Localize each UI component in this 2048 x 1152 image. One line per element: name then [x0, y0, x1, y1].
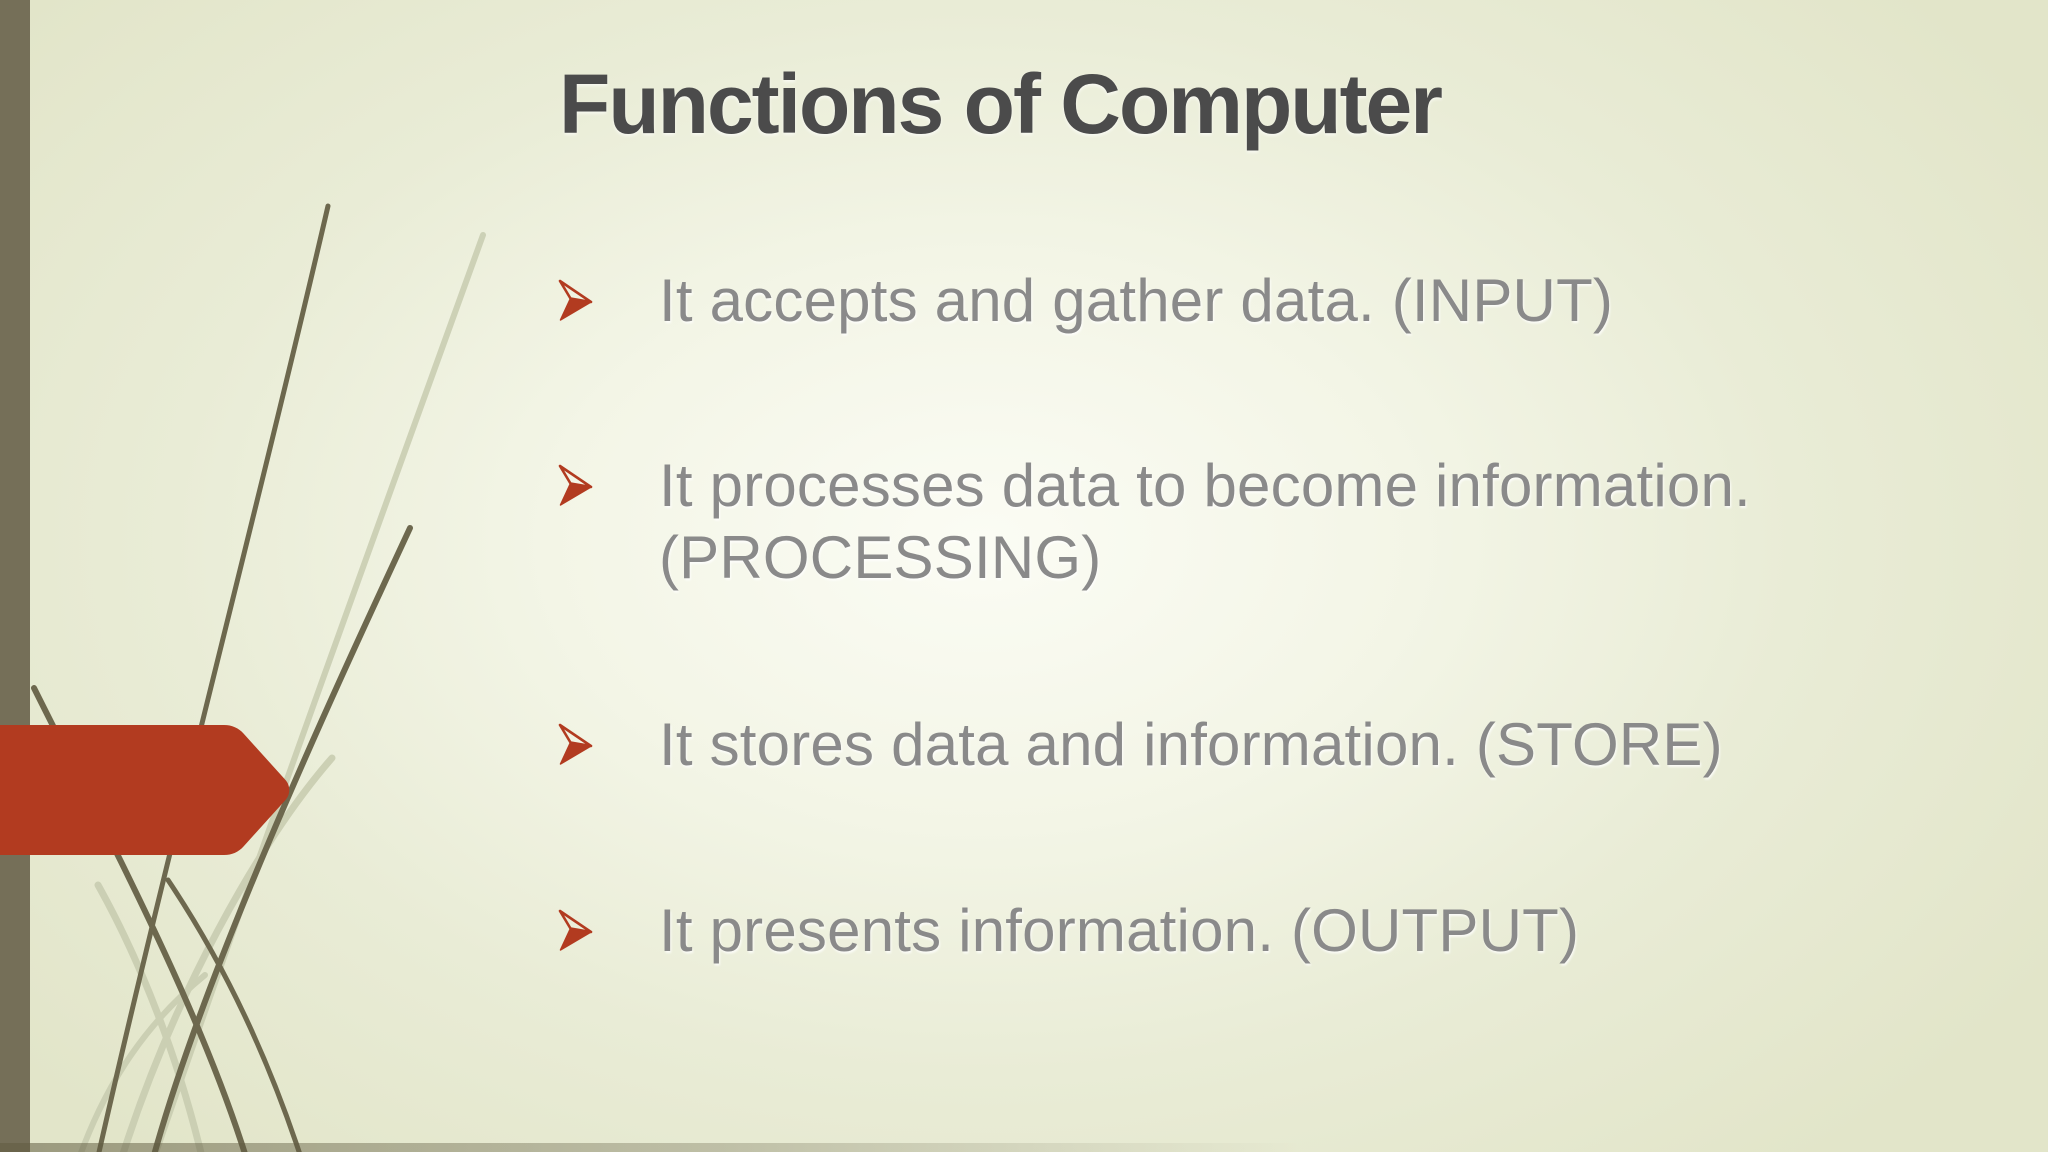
bullet-text: It presents information. (OUTPUT) [659, 897, 1580, 964]
arrowhead-3d-right-icon [558, 279, 593, 321]
bullet-item: It processes data to become information.… [557, 450, 1859, 594]
bullet-item: It presents information. (OUTPUT) [557, 895, 1859, 967]
arrowhead-3d-right-icon [558, 464, 593, 506]
slide-title: Functions of Computer [559, 57, 1443, 151]
left-accent-bar [0, 0, 30, 1152]
bullet-text: It accepts and gather data. (INPUT) [659, 267, 1614, 334]
bullet-text: It processes data to become information.… [659, 452, 1751, 591]
arrowhead-3d-right-icon [558, 723, 593, 765]
bullet-item: It stores data and information. (STORE) [557, 709, 1859, 781]
banner-arrow-shape [0, 725, 290, 855]
bottom-edge-shadow [0, 1143, 1300, 1152]
arrowhead-3d-right-icon [558, 909, 593, 951]
bullet-item: It accepts and gather data. (INPUT) [557, 265, 1859, 337]
bullet-text: It stores data and information. (STORE) [659, 711, 1723, 778]
